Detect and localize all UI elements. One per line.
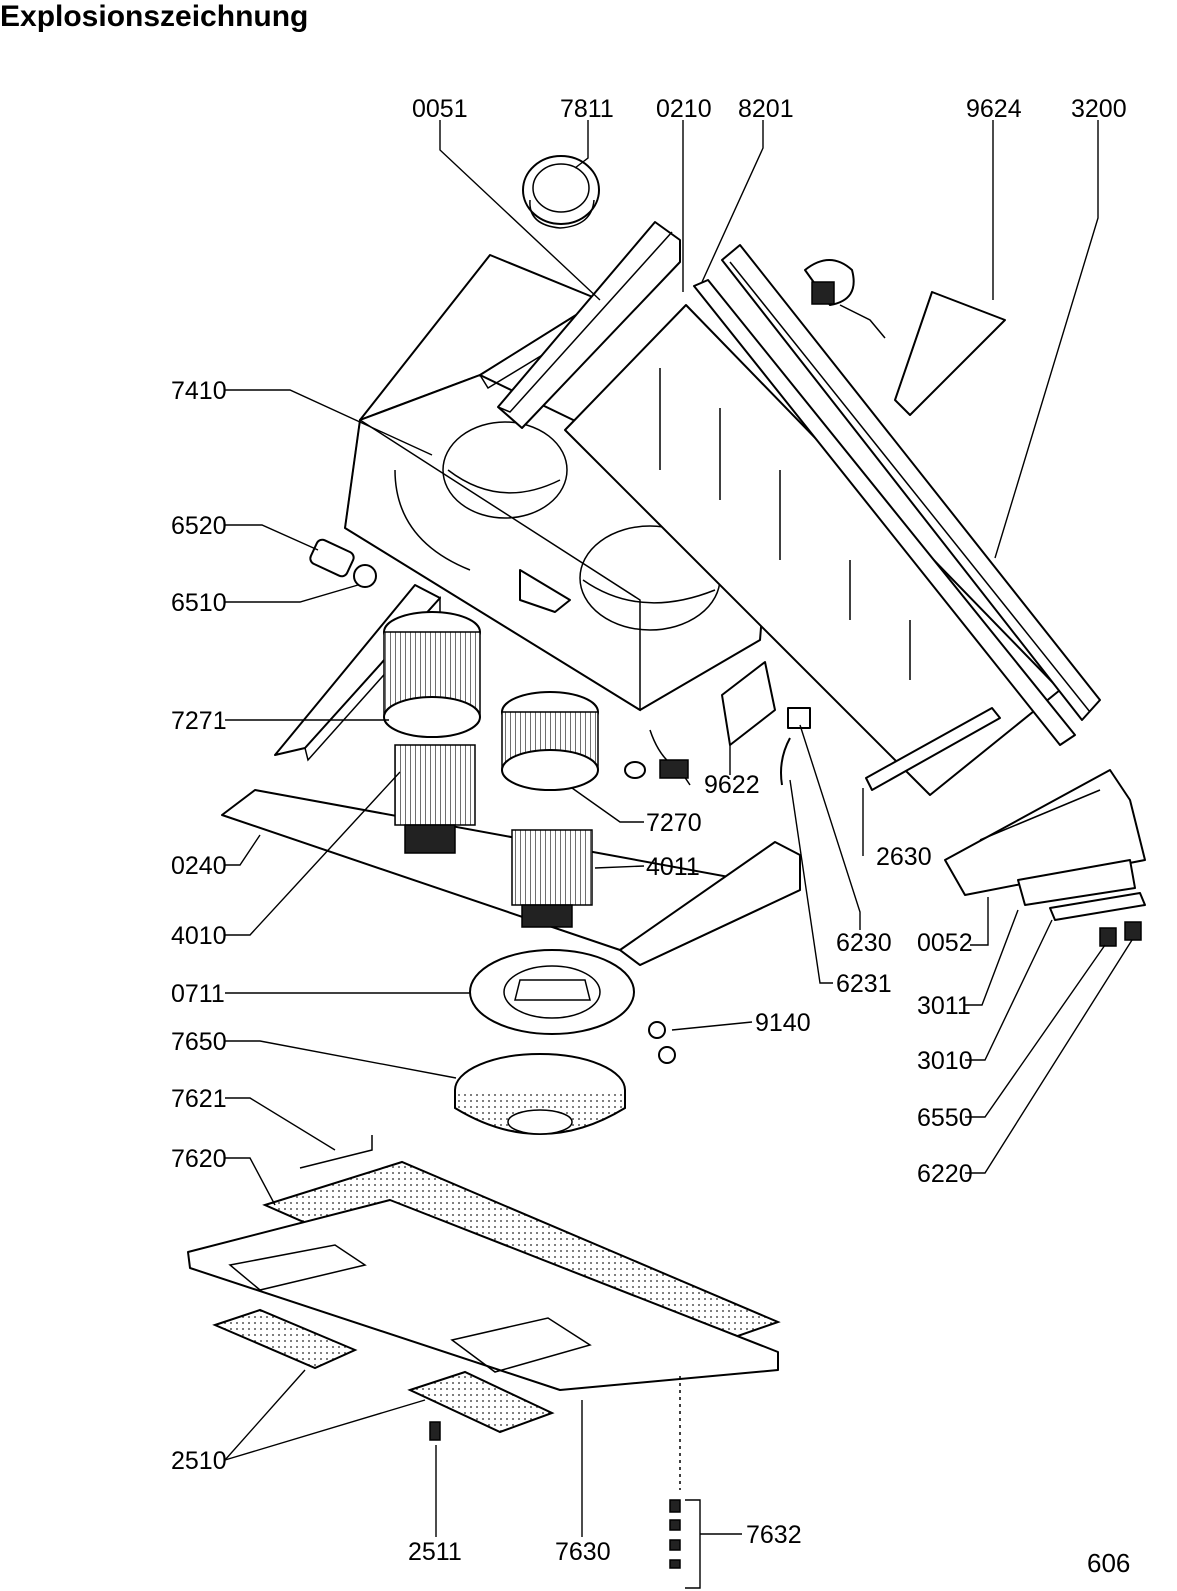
part-8201-rail: [693, 279, 1076, 746]
part-6220-switch: [1124, 921, 1142, 941]
label-3011: 3011: [917, 992, 971, 1020]
part-9140-caps: [648, 1021, 676, 1064]
part-9624-switch-cable: [804, 259, 886, 339]
label-3010: 3010: [917, 1047, 973, 1075]
part-7811-collar: [522, 155, 600, 229]
label-2630: 2630: [876, 843, 932, 871]
label-2510: 2510: [171, 1447, 227, 1475]
part-4010-motor: [394, 744, 476, 854]
part-6230-switch: [787, 707, 811, 729]
part-0051-bracket: [497, 221, 681, 429]
part-0052-control-panel: [944, 769, 1146, 896]
label-6510: 6510: [171, 589, 227, 617]
label-7811: 7811: [560, 95, 614, 123]
label-7620: 7620: [171, 1145, 227, 1173]
page-title: Explosionszeichnung: [0, 0, 309, 33]
part-2510-lamp-cover-left: [212, 1308, 358, 1370]
label-9624: 9624: [966, 95, 1022, 123]
part-7271-blower-wheel: [383, 611, 481, 738]
part-3011-panel-cover: [1017, 859, 1136, 906]
part-7632-small-parts: [669, 1376, 681, 1569]
part-0711-ring: [469, 949, 635, 1035]
label-0711: 0711: [171, 980, 225, 1008]
label-7410: 7410: [171, 377, 227, 405]
part-4011-motor: [511, 829, 593, 928]
part-6520-capacitor: [309, 538, 355, 578]
label-2511: 2511: [408, 1538, 462, 1566]
label-0210: 0210: [656, 95, 712, 123]
part-2511-screw: [429, 1421, 441, 1441]
label-0052: 0052: [917, 929, 973, 957]
part-6550-switch: [1099, 927, 1117, 947]
part-9622-bracket: [721, 661, 776, 746]
part-7650-filter: [454, 1053, 626, 1135]
label-9622: 9622: [704, 771, 760, 799]
page-number: 606: [1087, 1548, 1130, 1578]
label-6231: 6231: [836, 970, 892, 998]
label-7650: 7650: [171, 1028, 227, 1056]
part-7270-blower-wheel: [501, 691, 599, 791]
label-6230: 6230: [836, 929, 892, 957]
part-power-cable: [624, 729, 691, 786]
part-3010-panel-strip: [1049, 892, 1146, 921]
part-6231-wire: [780, 737, 791, 786]
label-6550: 6550: [917, 1104, 973, 1132]
leader-lines: [224, 120, 1133, 1589]
label-4010: 4010: [171, 922, 227, 950]
label-9140: 9140: [755, 1009, 811, 1037]
label-7630: 7630: [555, 1538, 611, 1566]
label-7270: 7270: [646, 809, 702, 837]
part-labels: 0051 7811 0210 8201 9624 3200 7410 6520 …: [171, 95, 1127, 1566]
label-0051: 0051: [412, 95, 468, 123]
label-3200: 3200: [1071, 95, 1127, 123]
part-2630-strip: [865, 707, 1001, 791]
label-7621: 7621: [171, 1085, 227, 1113]
part-3200-rail: [721, 244, 1101, 721]
part-9624-cover: [894, 291, 1006, 416]
part-2510-lamp-cover-right: [407, 1370, 555, 1434]
part-6510-clip: [353, 564, 377, 588]
label-0240: 0240: [171, 852, 227, 880]
part-7621-clip: [299, 1135, 373, 1169]
label-7271: 7271: [171, 707, 227, 735]
label-6220: 6220: [917, 1160, 973, 1188]
label-6520: 6520: [171, 512, 227, 540]
label-4011: 4011: [646, 853, 700, 881]
part-7630-bottom-panel: [187, 1199, 779, 1391]
label-8201: 8201: [738, 95, 794, 123]
part-7410-housing: [344, 254, 771, 712]
label-7632: 7632: [746, 1521, 802, 1549]
